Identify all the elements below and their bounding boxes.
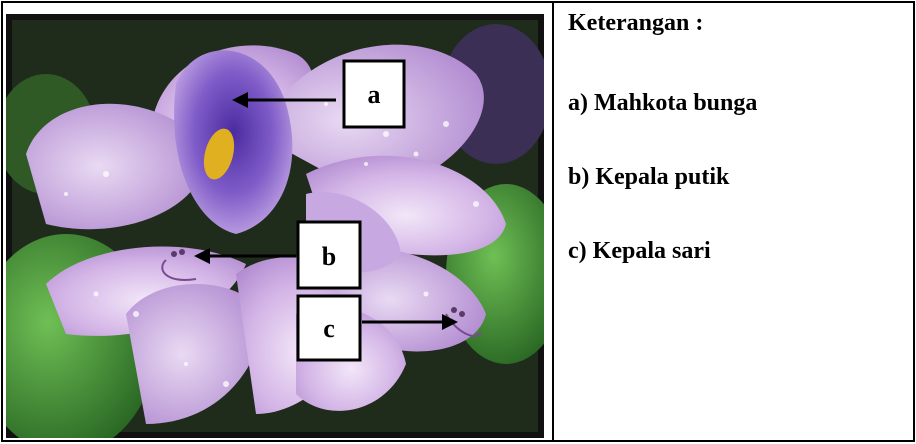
table-border-left [1, 1, 3, 442]
label-b: b [322, 242, 336, 271]
flower-photo: a b c [6, 14, 544, 438]
flower-photo-cell: a b c [6, 14, 544, 438]
legend-item-c: c) Kepala sari [568, 238, 711, 264]
legend-title: Keterangan : [568, 10, 704, 36]
label-box-b: b [296, 220, 362, 290]
label-box-c: c [296, 294, 362, 362]
table-column-divider [552, 1, 554, 442]
legend-item-b: b) Kepala putik [568, 164, 730, 190]
table-border-top [1, 1, 915, 3]
yellow-spot [203, 128, 235, 180]
table-border-bottom [1, 440, 915, 442]
stigma-left [161, 259, 197, 281]
label-box-a: a [342, 59, 406, 129]
table-border-right [913, 1, 915, 442]
label-a: a [368, 80, 381, 109]
legend-item-a: a) Mahkota bunga [568, 90, 758, 116]
label-c: c [323, 314, 335, 343]
